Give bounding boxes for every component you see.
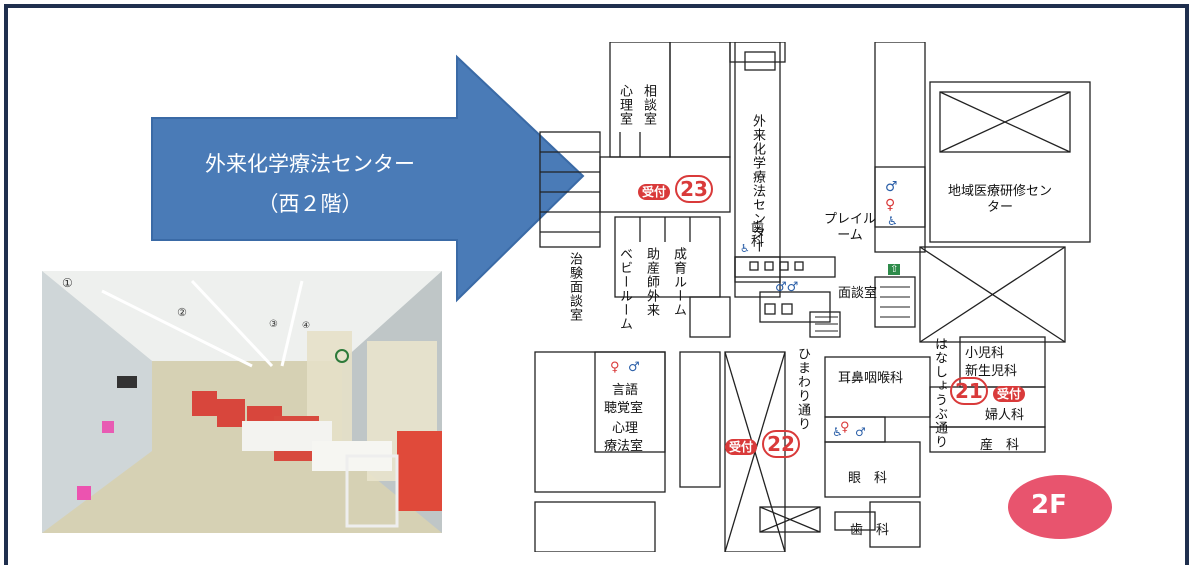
accessible-icon-3: ♿ (740, 242, 750, 255)
street-himawari: ひまわり通り (795, 347, 810, 431)
room-play: プレイルーム (823, 212, 876, 243)
room-chiken: 治験面談室 (567, 252, 582, 322)
street-hanashoubu: はなしょうぶ通り (932, 337, 947, 449)
room-shika-2: 歯 科 (850, 523, 890, 538)
room-choukaku: 聴覚室 (604, 401, 644, 416)
room-sodan: 相談室 (641, 84, 656, 126)
restroom-female-icon-2: ♀ (610, 360, 620, 375)
room-chiiki: 地域医療研修センター (947, 184, 1052, 215)
room-fujin: 婦人科 (985, 408, 1025, 423)
room-shika-1: 歯科 (748, 220, 763, 248)
room-jibi: 耳鼻咽喉科 (838, 371, 904, 386)
room-chemo-center: 外来化学療法センター (750, 114, 765, 254)
restroom-female-icon: ♀ (885, 197, 896, 213)
accessible-icon: ♿ (887, 214, 898, 228)
floor-plan: 受付 23 受付 22 21 受付 心理室 相談室 外来化学療法センター 歯科 … (520, 42, 1120, 552)
restroom-female-icon-3: ♀ (840, 420, 850, 435)
restroom-icon: ♂♂ (775, 280, 799, 295)
bay-number-2: ② (177, 306, 187, 319)
room-ganka: 眼 科 (848, 471, 888, 486)
chemotherapy-room-photo: ① ② ③ ④ (42, 271, 442, 533)
bay-number-3: ③ (269, 319, 278, 330)
room-shinri-2: 心理 (612, 421, 639, 436)
room-seiiku: 成育ルーム (671, 247, 686, 317)
room-josanshi: 助産師外来 (644, 247, 659, 317)
room-sanka: 産 科 (980, 438, 1020, 453)
restroom-male-icon-2: ♂ (628, 360, 640, 375)
reception-23: 受付 23 (638, 175, 713, 203)
direction-arrow (151, 54, 585, 303)
restroom-male-icon: ♂ (885, 179, 898, 195)
room-gengo: 言語 (612, 383, 639, 398)
banner-title: 外来化学療法センター (205, 152, 415, 176)
room-baby: ベビールーム (617, 247, 632, 331)
bay-number-4: ④ (302, 321, 311, 331)
restroom-male-icon-3: ♂ (855, 425, 866, 439)
bay-number-1: ① (62, 276, 73, 290)
reception-22: 受付 22 (725, 430, 800, 458)
floor-label: 2F (1031, 490, 1067, 520)
reception-21: 21 受付 (950, 377, 1025, 405)
accessible-icon-2: ♿ (832, 425, 843, 439)
room-shoni: 小児科 (965, 346, 1005, 361)
exit-icon: ⇧ (888, 264, 901, 275)
room-shinseiji: 新生児科 (965, 364, 1018, 379)
room-ryouhou: 療法室 (604, 439, 644, 454)
room-mendan: 面談室 (838, 286, 878, 301)
room-shinri: 心理室 (617, 84, 632, 126)
banner-subtitle: （西２階） (257, 192, 363, 216)
